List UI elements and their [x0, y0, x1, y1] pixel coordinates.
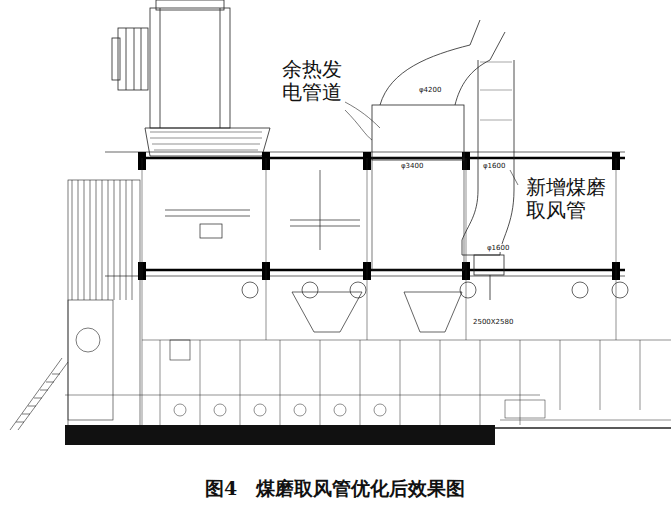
columns	[138, 152, 620, 280]
new-air-pipe	[462, 60, 514, 300]
figure-caption: 图4 煤磨取风管优化后效果图	[205, 478, 465, 500]
waste-heat-duct	[372, 20, 505, 270]
dimension: φ3400	[400, 162, 424, 170]
column-lines	[142, 158, 616, 430]
dimension: φ1600	[482, 162, 506, 170]
leader-lines	[345, 102, 518, 185]
base	[65, 425, 671, 445]
circles	[242, 282, 628, 298]
tower	[145, 0, 270, 156]
left-structure	[68, 180, 190, 430]
pipe-label: 余热发电管道	[282, 58, 342, 104]
hoppers	[292, 292, 462, 332]
lower-structure	[65, 340, 671, 425]
pipe-label: 新增煤磨取风管	[526, 176, 606, 222]
stairs	[10, 358, 68, 430]
pipework	[165, 170, 360, 250]
dimension: 2500X2580	[472, 318, 514, 326]
dimension: φ1600	[486, 244, 510, 252]
floors	[105, 152, 625, 276]
dimension: φ4200	[418, 86, 442, 94]
cylinder	[112, 28, 148, 90]
